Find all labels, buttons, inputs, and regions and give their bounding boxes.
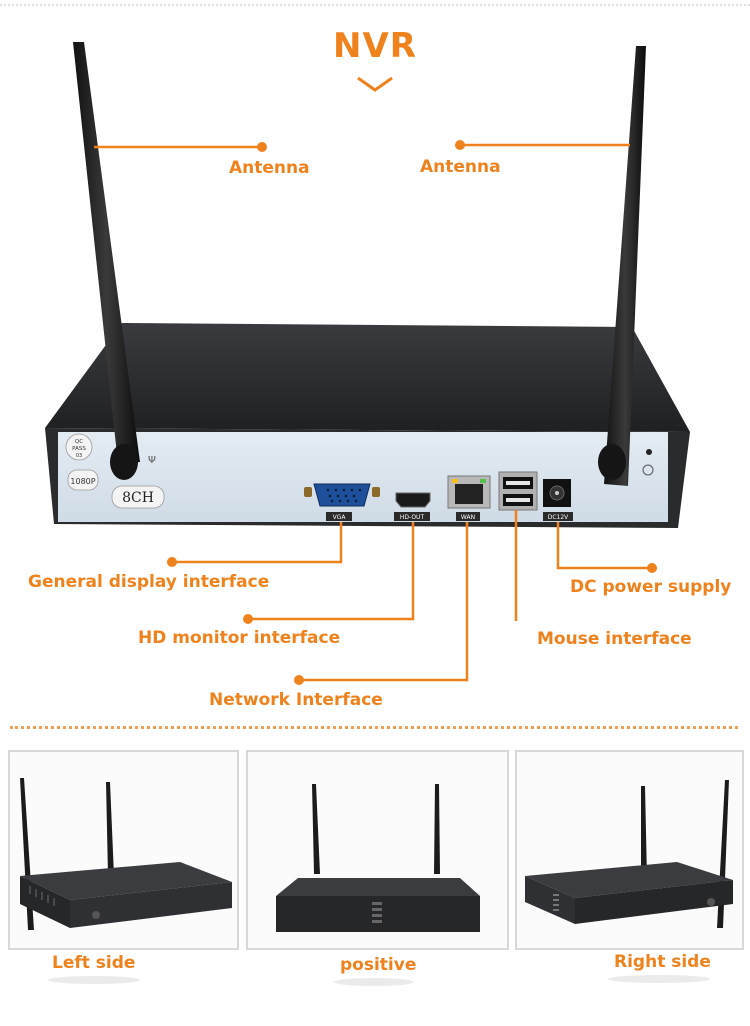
- hdmi-port: [395, 492, 431, 508]
- label-antenna-left: Antenna: [229, 158, 310, 178]
- antenna-symbol-icon: Ψ: [148, 455, 156, 466]
- hdout-label: HD-OUT: [400, 514, 425, 521]
- channel-text: 8CH: [122, 490, 154, 506]
- right-antenna: [604, 46, 646, 486]
- nvr-back-illustration: QC PASS 03 1080P 8CH Ψ VGA HD-OUT WAN DC…: [45, 42, 690, 685]
- pass-text: PASS: [72, 446, 86, 452]
- view-panel-left: [8, 750, 239, 950]
- leader-lines: [94, 143, 652, 682]
- qc-pass-badge: [65, 433, 93, 461]
- resolution-badge: [67, 469, 99, 491]
- view-panel-right: [515, 750, 744, 950]
- nvr-back-panel: [58, 432, 668, 522]
- resolution-text: 1080P: [70, 477, 95, 486]
- label-network: Network Interface: [209, 690, 383, 710]
- vga-port: [313, 483, 371, 507]
- dc-label: DC12V: [548, 514, 569, 521]
- pass-number: 03: [76, 453, 82, 459]
- left-antenna: [73, 42, 140, 464]
- vga-label: VGA: [333, 514, 347, 521]
- label-mouse: Mouse interface: [537, 629, 692, 649]
- nvr-top-cover: [45, 323, 690, 432]
- caption-left-side: Left side: [52, 953, 136, 973]
- wan-label: WAN: [461, 514, 475, 521]
- view-panel-front: [246, 750, 509, 950]
- leader-dots: [167, 140, 657, 685]
- qc-text: QC: [75, 439, 83, 445]
- caption-right-side: Right side: [614, 952, 711, 972]
- label-dc-power: DC power supply: [570, 577, 732, 597]
- label-antenna-right: Antenna: [420, 157, 501, 177]
- ground-icon: [642, 464, 654, 476]
- caption-shadow: [48, 976, 140, 984]
- caption-shadow: [608, 975, 710, 983]
- nvr-right-side-image: [525, 780, 733, 928]
- nvr-left-side-image: [20, 778, 232, 930]
- chevron-down-icon: [357, 76, 393, 92]
- caption-positive: positive: [340, 955, 417, 975]
- status-led: [646, 449, 652, 455]
- page-title: NVR: [333, 26, 417, 66]
- label-hd-monitor: HD monitor interface: [138, 628, 341, 648]
- section-divider: [10, 726, 738, 729]
- nvr-front-image: [276, 784, 480, 932]
- caption-shadow: [334, 978, 414, 986]
- top-dotted-rule: [0, 4, 750, 6]
- label-general-display: General display interface: [28, 572, 270, 592]
- channel-badge: [111, 485, 165, 509]
